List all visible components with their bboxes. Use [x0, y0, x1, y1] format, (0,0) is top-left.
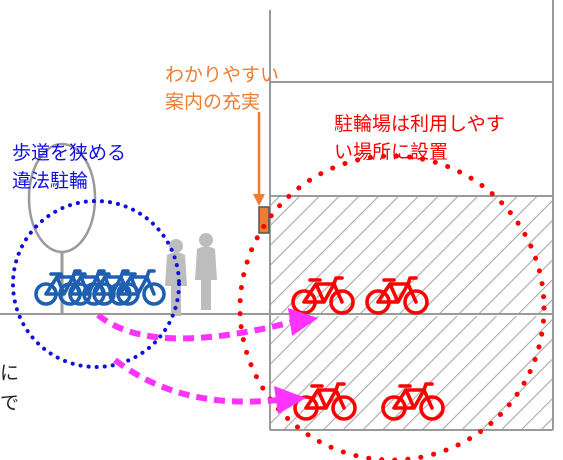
guidance-arrows [96, 308, 318, 414]
info-label-line2: 案内の充実 [165, 91, 261, 113]
illegal-label-line2: 違法駐輪 [12, 170, 89, 192]
parking-label-line1: 駐輪場は利用しやす [334, 113, 505, 135]
info-pointer-head [253, 194, 265, 206]
cut-text-line1: に [0, 362, 20, 384]
bicycle-icon [34, 269, 166, 306]
parking-label-line2: い場所に設置 [334, 141, 449, 163]
building [269, 0, 554, 431]
info-label-line1: わかりやすい [165, 64, 280, 86]
cut-text-line2: で [0, 392, 20, 414]
pedestrian-icon [165, 233, 217, 316]
illegal-label-line1: 歩道を狭める [12, 142, 127, 164]
signboard-icon [27, 142, 97, 314]
illegal-parking-circle [11, 199, 181, 369]
parking-circle [237, 153, 547, 460]
info-sign [258, 206, 270, 234]
parking-floor-lower [271, 316, 552, 429]
